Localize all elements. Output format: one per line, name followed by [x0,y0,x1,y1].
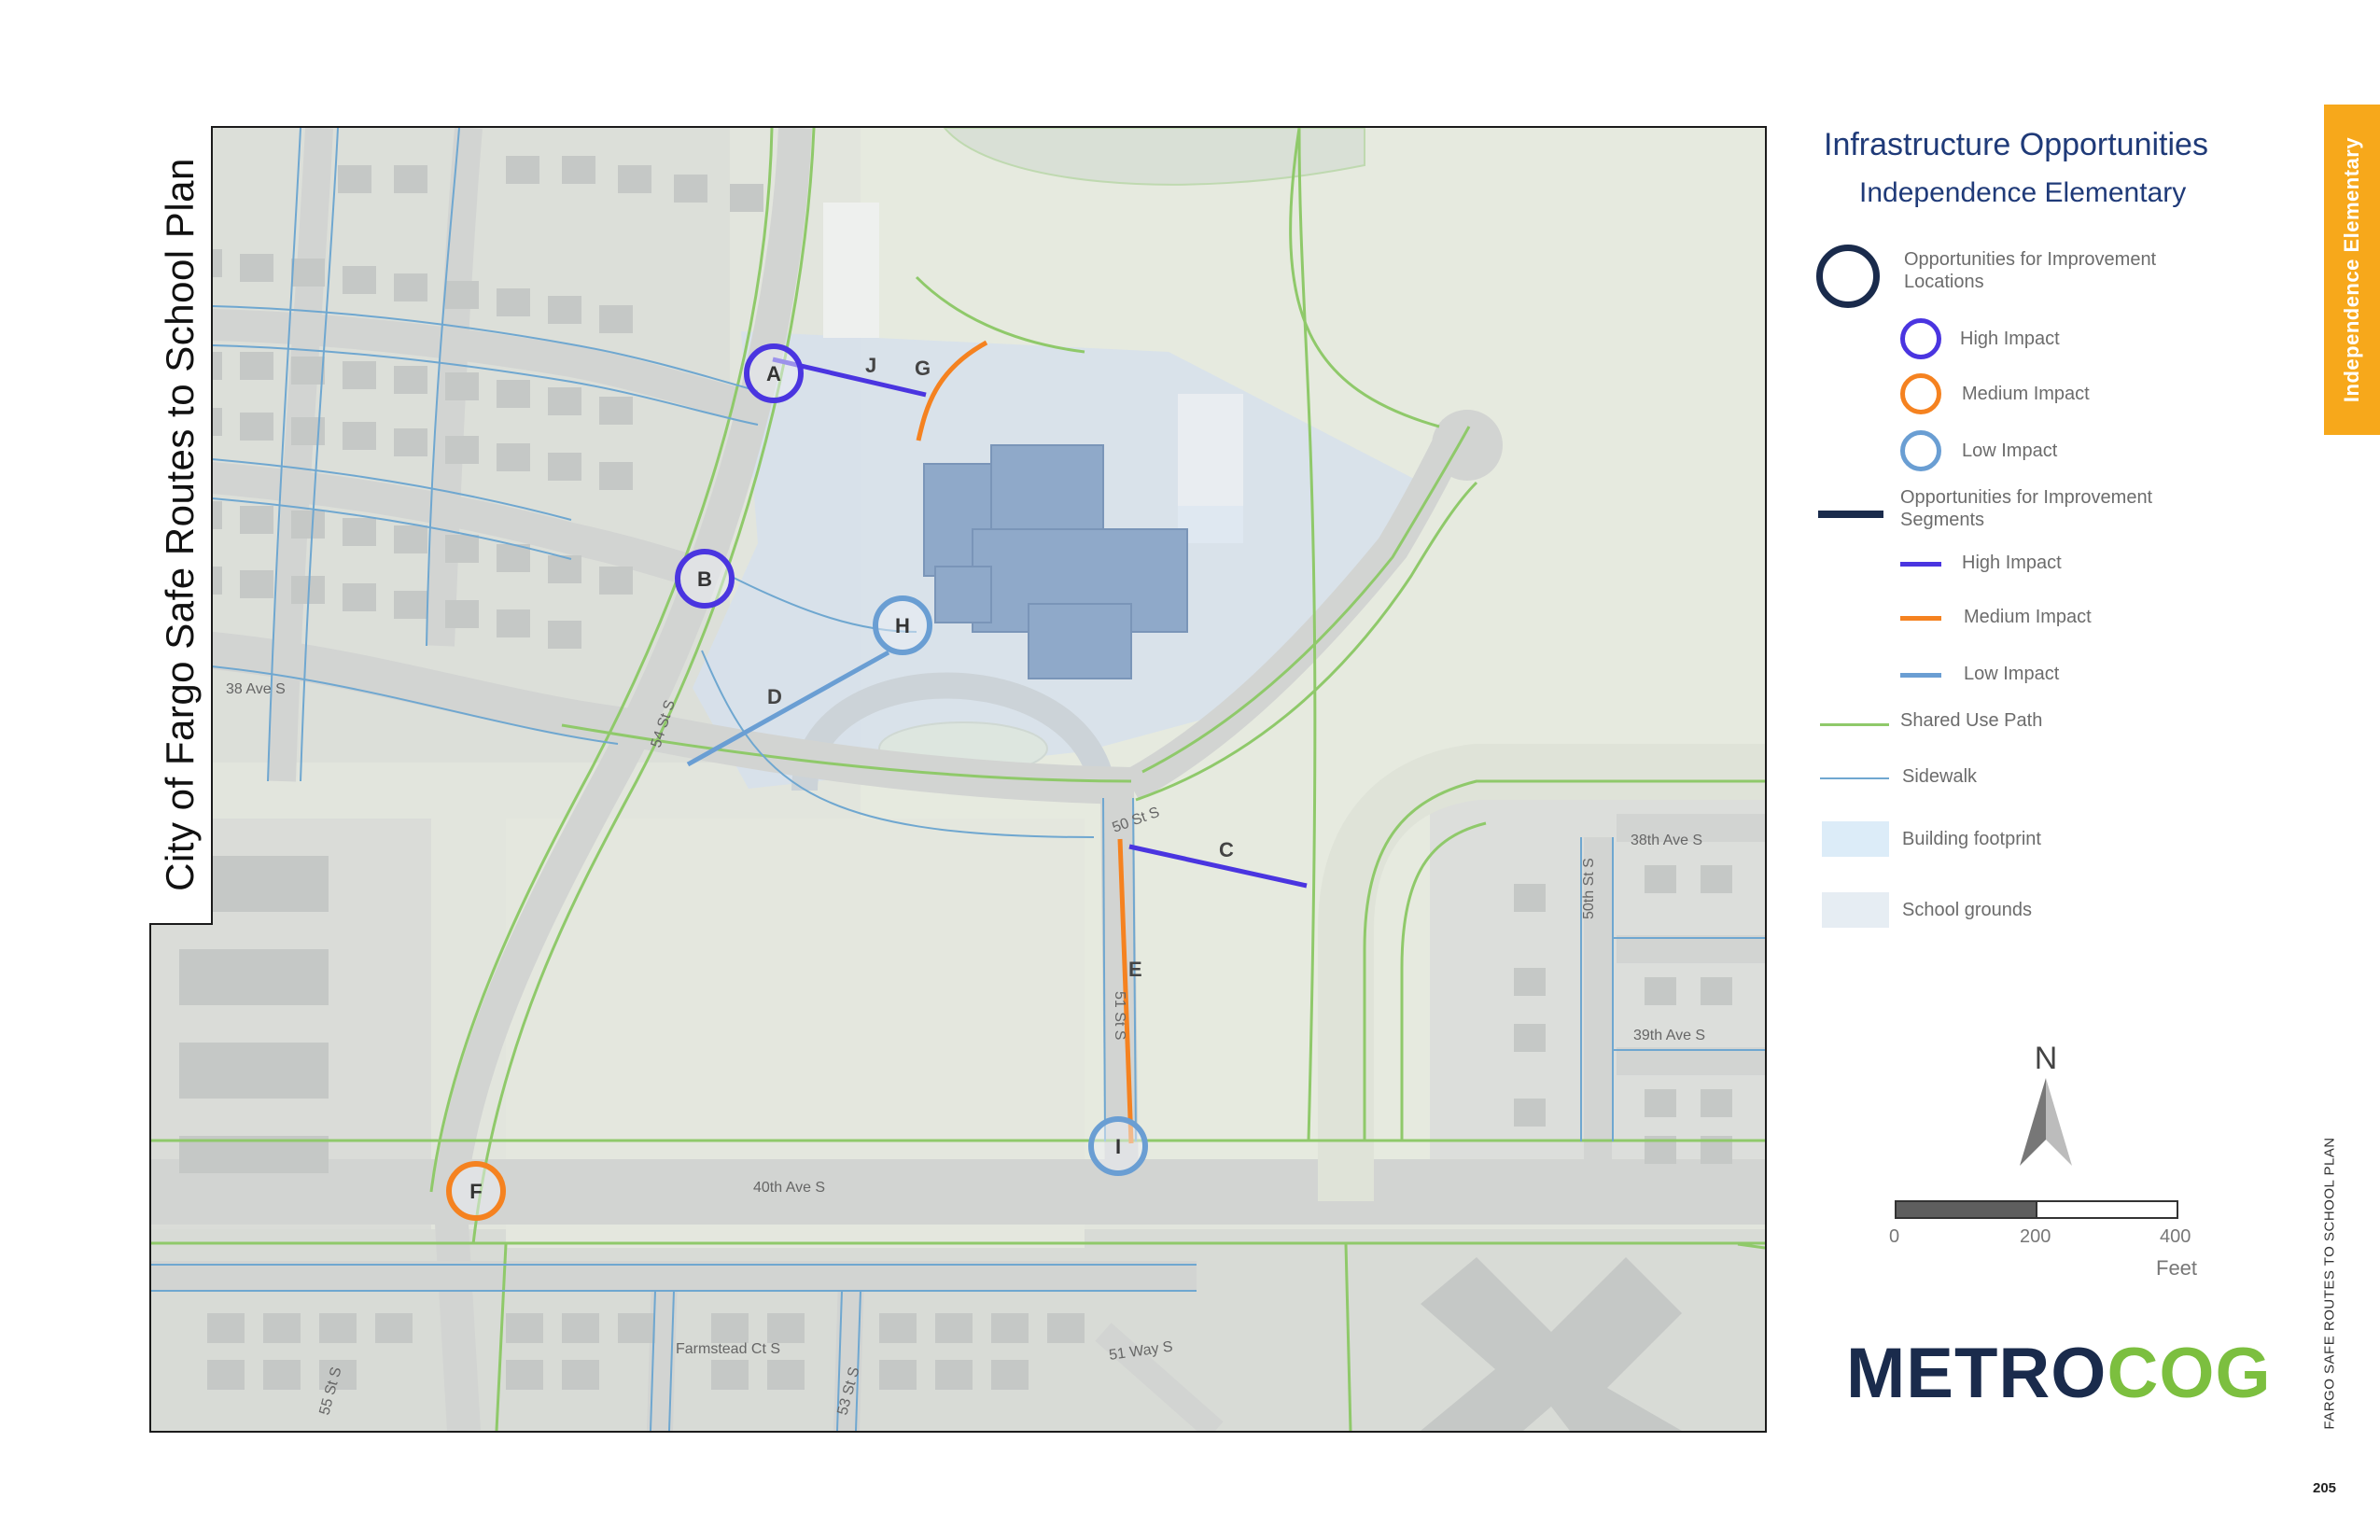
legend-sidewalk-symbol [1820,777,1889,779]
location-symbol-dark [1816,245,1880,308]
legend-location-low-symbol [1900,430,1941,471]
scale-label-400: 400 [2160,1226,2191,1247]
legend-building-symbol [1822,821,1889,857]
scale-unit: Feet [2156,1256,2198,1280]
plan-title-box: City of Fargo Safe Routes to School Plan [149,126,213,925]
street-label: 38th Ave S [1631,833,1702,848]
legend-location-medium-symbol [1900,373,1941,414]
legend-location-low: Low Impact [1962,441,2058,461]
legend-title: Infrastructure Opportunities [1824,127,2208,162]
marker-label: F [469,1180,482,1203]
section-tab-label: Independence Elementary [2340,136,2363,403]
street-label: 38 Ave S [226,681,286,697]
north-arrow: N [2014,1041,2078,1171]
segment-symbol-dark [1818,511,1883,518]
marker-label: B [697,567,712,591]
section-tab: Independence Elementary [2324,105,2380,435]
legend-shared-use-path: Shared Use Path [1900,710,2043,731]
footer-running-title: FARGO SAFE ROUTES TO SCHOOL PLAN [2305,1125,2354,1442]
legend-subtitle: Independence Elementary [1859,177,2187,208]
legend-segment-medium-symbol [1900,616,1941,621]
legend-location-medium: Medium Impact [1962,384,2090,404]
roads [151,128,1765,1431]
segment-c[interactable] [1128,844,1308,889]
pond [943,128,1365,186]
page-number: 205 [2313,1480,2337,1496]
segment-d[interactable] [686,650,890,767]
legend-location-high: High Impact [1960,329,2060,349]
legend-location-high-symbol [1900,318,1941,359]
cul-de-sac [1432,410,1503,481]
north-arrow-icon [2020,1078,2072,1166]
location-marker-h[interactable]: H [873,595,932,655]
scale-label-200: 200 [2020,1226,2051,1247]
scale-label-0: 0 [1889,1226,1900,1247]
legend-grounds-symbol [1822,892,1889,928]
segment-label: J [865,354,876,377]
map[interactable]: J G D C E A B H I [149,126,1767,1433]
segment-e[interactable] [1117,838,1134,1144]
north-label: N [2034,1041,2058,1076]
legend-school-grounds: School grounds [1902,900,2032,920]
legend-segment-low-symbol [1900,673,1941,678]
segment-label: E [1128,958,1142,981]
footer-running-title-text: FARGO SAFE ROUTES TO SCHOOL PLAN [2321,1137,2338,1430]
school-building [923,444,1188,679]
location-marker-i[interactable]: I [1088,1116,1148,1176]
sidewalks [151,128,1765,1431]
street-label: 50th St S [1581,858,1597,919]
legend-locations-heading: Opportunities for Improvement Locations [1904,249,2157,292]
shared-use-paths [151,128,1765,1431]
segment-label: G [915,357,931,380]
marker-label: A [766,362,781,385]
logo-part-cog: COG [2107,1334,2272,1413]
legend-segment-low: Low Impact [1964,664,2060,684]
legend-segment-medium: Medium Impact [1964,607,2092,627]
location-marker-f[interactable]: F [446,1161,506,1221]
legend-building-footprint: Building footprint [1902,829,2041,849]
drainage-channel [1318,744,1765,1201]
legend-segments-heading: Opportunities for Improvement Segments [1900,487,2153,530]
plan-title: City of Fargo Safe Routes to School Plan [158,158,202,891]
bus-loop [791,672,1116,793]
tennis-court [823,203,879,338]
map-canvas[interactable]: J G D C E A B H I [151,128,1765,1431]
location-marker-a[interactable]: A [744,343,804,403]
location-marker-b[interactable]: B [675,549,735,609]
segment-g[interactable] [916,340,988,441]
legend-shared-use-symbol [1820,723,1889,726]
marker-label: H [895,614,910,637]
metrocog-logo: METROCOG [1846,1333,2272,1414]
legend-segment-high-symbol [1900,562,1941,567]
street-label: 40th Ave S [753,1180,825,1196]
marker-label: I [1115,1135,1121,1158]
logo-part-metro: METRO [1846,1334,2107,1413]
segment-label: D [767,685,782,708]
street-label: Farmstead Ct S [676,1341,780,1357]
legend-sidewalk: Sidewalk [1902,766,1978,787]
street-label: 39th Ave S [1633,1028,1705,1043]
legend-segment-high: High Impact [1962,553,2062,573]
scale-bar-light [2036,1200,2178,1219]
scale-bar-dark [1895,1200,2037,1219]
street-label: 51 St S [1112,991,1127,1040]
segment-label: C [1219,838,1234,861]
court-east [1178,394,1243,506]
